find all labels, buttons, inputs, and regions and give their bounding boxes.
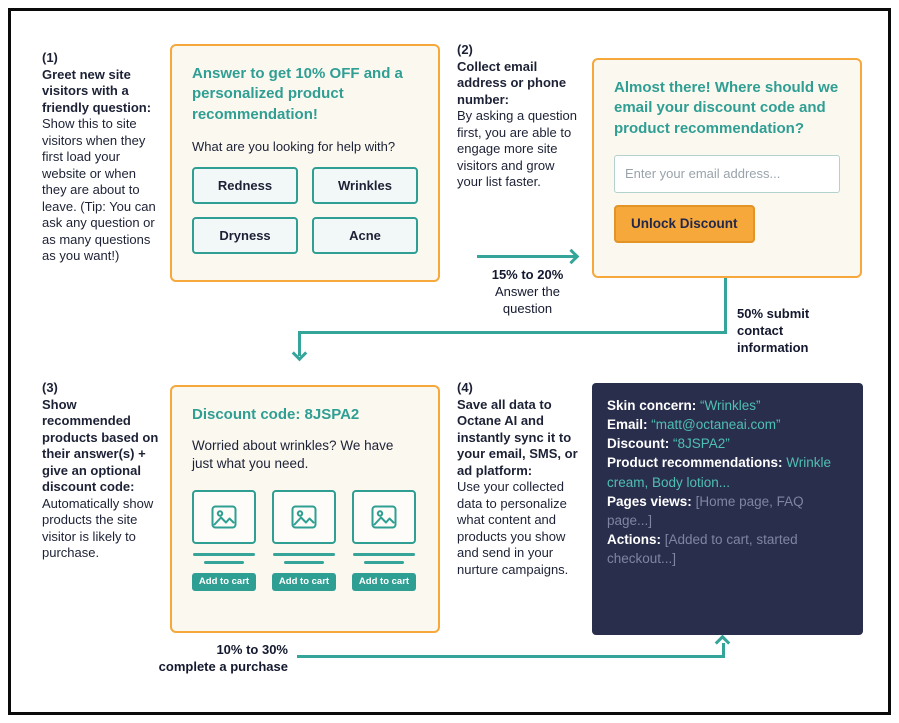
email-capture-card: Almost there! Where should we email your… — [592, 58, 862, 278]
data-label: Discount: — [607, 436, 670, 452]
quiz-options: Redness Wrinkles Dryness Acne — [192, 166, 418, 254]
answer-rate-label: 15% to 20% Answer the question — [455, 267, 600, 318]
data-value: “Wrinkles” — [700, 398, 761, 413]
step3-title: Show recommended products based on their… — [42, 396, 159, 495]
image-icon — [291, 505, 317, 529]
add-to-cart-button[interactable]: Add to cart — [272, 572, 336, 591]
quiz-question: What are you looking for help with? — [192, 138, 396, 154]
data-value: “matt@octaneai.com” — [651, 417, 781, 433]
step4-note: (4) Save all data to Octane AI and insta… — [457, 380, 581, 578]
step2-body: By asking a question first, you are able… — [457, 108, 577, 189]
purchase-connector-v — [722, 643, 725, 658]
product-tiles: Add to cart Add to cart — [192, 489, 418, 591]
step2-note: (2) Collect email address or phone numbe… — [457, 42, 581, 191]
purchase-rate-label: 10% to 30% complete a purchase — [56, 642, 288, 676]
add-to-cart-button[interactable]: Add to cart — [352, 572, 416, 591]
data-label: Email: — [607, 417, 648, 433]
quiz-option-dryness[interactable]: Dryness — [192, 216, 298, 254]
quiz-option-wrinkles[interactable]: Wrinkles — [312, 166, 418, 204]
step1-title: Greet new site visitors with a friendly … — [42, 66, 152, 115]
data-label: Product recommendations: — [607, 455, 783, 471]
product-text-line — [193, 552, 255, 556]
collected-data-card: Skin concern: “Wrinkles” Email: “matt@oc… — [592, 383, 863, 635]
product-text-line — [284, 560, 324, 564]
data-row-discount: Discount: “8JSPA2” — [607, 434, 848, 453]
data-row-actions: Actions: [Added to cart, started checkou… — [607, 530, 848, 568]
data-value: “8JSPA2” — [673, 436, 730, 452]
image-icon — [371, 505, 397, 529]
unlock-discount-button[interactable]: Unlock Discount — [614, 204, 755, 243]
step3-note: (3) Show recommended products based on t… — [42, 380, 166, 562]
discount-body-text: Worried about wrinkles? We have just wha… — [192, 438, 394, 472]
data-label: Actions: — [607, 532, 661, 548]
diagram-frame — [8, 8, 891, 715]
quiz-option-acne[interactable]: Acne — [312, 216, 418, 254]
answer-rate-percent: 15% to 20% — [491, 267, 564, 282]
product-text-line — [353, 552, 415, 556]
data-row-email: Email: “matt@octaneai.com” — [607, 415, 848, 434]
product-text-line — [364, 560, 404, 564]
submit-connector-v1 — [724, 278, 727, 334]
email-card-heading: Almost there! Where should we email your… — [614, 79, 839, 137]
email-input[interactable] — [614, 154, 840, 193]
answer-arrow-line — [477, 255, 577, 258]
add-to-cart-button[interactable]: Add to cart — [192, 572, 256, 591]
purchase-rate-percent: 10% to 30% — [216, 642, 288, 657]
product-image-placeholder — [352, 489, 416, 544]
product-text-line — [273, 552, 335, 556]
answer-rate-text: Answer the question — [494, 283, 561, 316]
purchase-rate-text: complete a purchase — [158, 658, 288, 674]
product-text-line — [204, 560, 244, 564]
product-image-placeholder — [272, 489, 336, 544]
discount-heading: Discount code: 8JSPA2 — [192, 406, 360, 423]
product-image-placeholder — [192, 489, 256, 544]
quiz-option-redness[interactable]: Redness — [192, 166, 298, 204]
step2-number: (2) — [457, 42, 473, 57]
step3-number: (3) — [42, 380, 58, 395]
step2-title: Collect email address or phone number: — [457, 58, 567, 107]
data-row-skin-concern: Skin concern: “Wrinkles” — [607, 396, 848, 415]
submit-connector-h — [298, 331, 727, 334]
data-value: [Added to cart, started checkout...] — [607, 532, 798, 567]
data-value: Wrinkle cream, Body lotion... — [607, 455, 832, 490]
step4-title: Save all data to Octane AI and instantly… — [457, 396, 578, 478]
product-tile: Add to cart — [192, 489, 256, 591]
step1-number: (1) — [42, 50, 58, 65]
image-icon — [211, 505, 237, 529]
submit-connector-v2 — [298, 331, 301, 356]
data-label: Skin concern: — [607, 398, 697, 413]
discount-card: Discount code: 8JSPA2 Worried about wrin… — [170, 385, 440, 633]
step4-number: (4) — [457, 380, 473, 395]
step4-body: Use your collected data to personalize w… — [457, 479, 569, 577]
data-row-pages-views: Pages views: [Home page, FAQ page...] — [607, 492, 848, 530]
data-label: Pages views: — [607, 493, 692, 509]
quiz-heading: Answer to get 10% OFF and a personalized… — [192, 65, 403, 123]
purchase-connector-h — [297, 655, 725, 658]
product-tile: Add to cart — [352, 489, 416, 591]
data-row-product-recommendations: Product recommendations: Wrinkle cream, … — [607, 453, 848, 491]
product-tile: Add to cart — [272, 489, 336, 591]
data-value: [Home page, FAQ page...] — [607, 493, 804, 528]
submit-rate-label: 50% submit contact information — [737, 306, 810, 355]
step1-note: (1) Greet new site visitors with a frien… — [42, 50, 164, 265]
step3-body: Automatically show products the site vis… — [42, 495, 154, 561]
quiz-card: Answer to get 10% OFF and a personalized… — [170, 44, 440, 282]
step1-body: Show this to site visitors when they fir… — [42, 116, 156, 263]
